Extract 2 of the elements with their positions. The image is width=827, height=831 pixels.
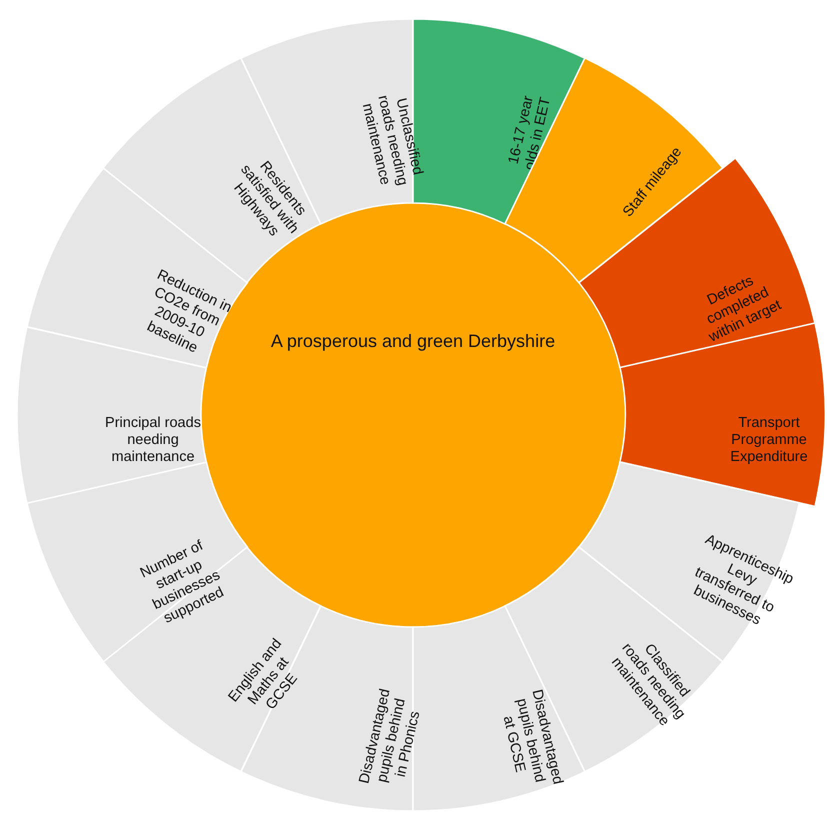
segment-label: Principal roads needing maintenance (105, 414, 201, 466)
segment-label: Transport Programme Expenditure (729, 414, 809, 466)
